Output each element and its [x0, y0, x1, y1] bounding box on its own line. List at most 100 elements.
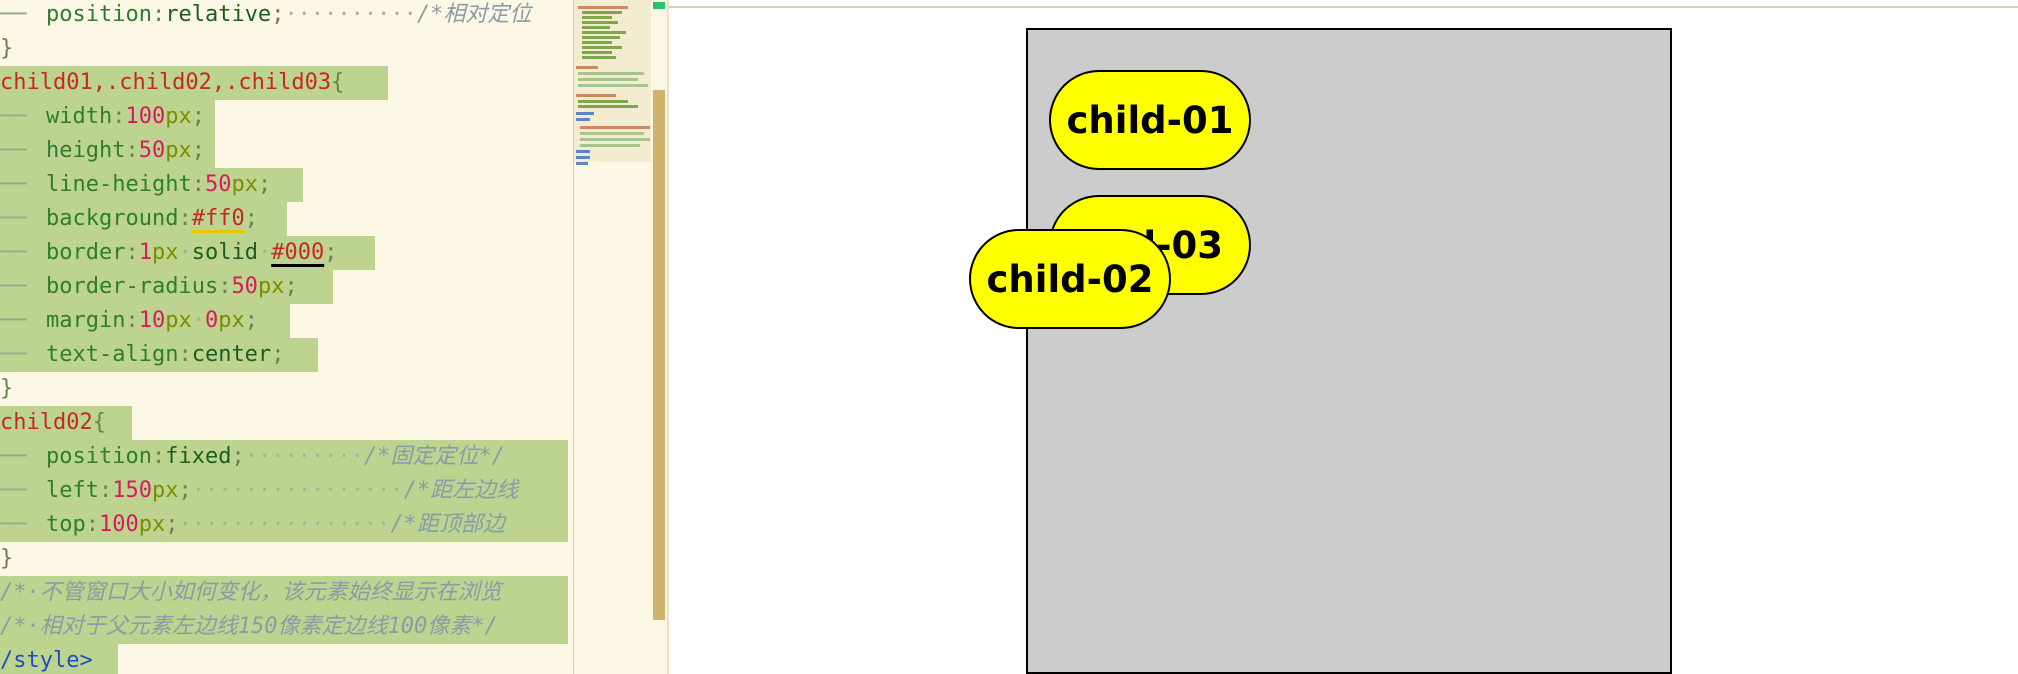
code-line[interactable]: /*·不管窗口大小如何变化，该元素始终显示在浏览	[0, 576, 502, 610]
code-line[interactable]: ──text-align:center;	[0, 338, 284, 372]
minimap-line	[576, 112, 594, 115]
code-token: solid	[191, 240, 258, 265]
code-token: ;	[178, 478, 192, 503]
code-line[interactable]: }	[0, 372, 13, 406]
scrollbar-marker	[653, 2, 665, 9]
code-token: px	[165, 308, 192, 333]
code-line[interactable]: ──margin:10px·0px;	[0, 304, 258, 338]
minimap-line	[582, 26, 610, 29]
minimap-line	[582, 21, 618, 24]
minimap-line	[576, 156, 590, 159]
code-token: }	[0, 376, 14, 401]
code-token: position	[46, 2, 152, 27]
code-token: :	[98, 478, 113, 503]
code-token: px	[165, 138, 192, 163]
code-line[interactable]: ──top:100px;················/*距顶部边	[0, 508, 505, 542]
code-token: 100	[99, 512, 139, 537]
minimap-line	[580, 144, 640, 147]
code-token: ;	[284, 274, 298, 299]
scrollbar-thumb[interactable]	[653, 90, 665, 620]
code-token: /*·相对于父元素左边线150像素定边线100像素*/	[0, 614, 498, 639]
code-token: ;	[231, 444, 245, 469]
code-token: 150	[112, 478, 152, 503]
code-line[interactable]: ──position:relative;··········/*相对定位	[0, 0, 531, 32]
selection-highlight	[0, 134, 215, 168]
pane-divider[interactable]	[667, 0, 669, 674]
code-line[interactable]: ──border:1px·solid·#000;	[0, 236, 337, 270]
code-token: ;	[191, 138, 205, 163]
code-line[interactable]: ──border-radius:50px;	[0, 270, 298, 304]
selection-highlight	[0, 610, 568, 644]
code-line[interactable]: child01,.child02,.child03{	[0, 66, 344, 100]
code-token: /*相对定位	[416, 2, 532, 27]
code-token: }	[0, 546, 14, 571]
minimap[interactable]	[573, 0, 652, 674]
selection-highlight	[0, 202, 287, 236]
minimap-line	[578, 84, 648, 87]
selection-highlight	[0, 66, 388, 100]
code-token: ·	[257, 240, 272, 265]
child-02-label: child-02	[986, 257, 1154, 301]
indent-guide: ──	[0, 240, 27, 265]
child-01-label: child-01	[1066, 98, 1234, 142]
minimap-line	[578, 6, 628, 9]
code-token: px	[151, 240, 179, 265]
preview-top-border	[669, 6, 2018, 8]
indent-guide: ──	[0, 308, 27, 333]
code-token: child02	[0, 410, 93, 435]
code-line[interactable]: /style>	[0, 644, 93, 674]
indent-guide: ──	[0, 138, 27, 163]
selection-highlight	[0, 644, 118, 674]
minimap-line	[582, 31, 626, 34]
code-token: ;	[244, 308, 258, 333]
code-token: 50	[138, 138, 166, 163]
code-line[interactable]: ──position:fixed;·········/*固定定位*/	[0, 440, 505, 474]
code-token: :	[112, 104, 126, 129]
code-token: ;	[244, 206, 258, 231]
code-line[interactable]: ──background:#ff0;	[0, 202, 258, 236]
code-token: /*固定定位*/	[363, 444, 505, 469]
code-line[interactable]: ──height:50px;	[0, 134, 205, 168]
code-token: :	[178, 206, 192, 231]
code-token: ;	[191, 104, 205, 129]
minimap-line	[576, 162, 588, 165]
code-token: 100	[125, 104, 166, 129]
code-token: 1	[138, 240, 152, 265]
code-token: position	[46, 444, 152, 469]
code-token: #ff0	[191, 206, 245, 231]
indent-guide: ──	[0, 342, 27, 367]
minimap-line	[582, 46, 622, 49]
child-01-box: child-01	[1049, 70, 1251, 170]
indent-guide: ──	[0, 512, 27, 537]
code-editor[interactable]: ──position:relative;··········/*相对定位} chi…	[0, 0, 573, 674]
code-token: px	[257, 274, 285, 299]
code-token: ·	[191, 308, 205, 333]
indent-guide: ──	[0, 172, 27, 197]
code-line[interactable]: ──line-height:50px;	[0, 168, 271, 202]
selection-highlight	[0, 100, 215, 134]
minimap-line	[582, 56, 616, 59]
code-token: }	[0, 36, 14, 61]
code-token: :	[191, 172, 205, 197]
code-token: ;	[271, 2, 285, 27]
code-token: :	[125, 138, 139, 163]
editor-scrollbar[interactable]	[651, 0, 667, 674]
code-line[interactable]: /*·相对于父元素左边线150像素定边线100像素*/	[0, 610, 498, 644]
code-line[interactable]: child02{	[0, 406, 106, 440]
minimap-line	[580, 126, 650, 129]
code-line[interactable]: }	[0, 32, 13, 66]
code-token: :	[218, 274, 232, 299]
selection-highlight	[0, 168, 303, 202]
code-token: ················	[178, 512, 391, 537]
code-line[interactable]: }	[0, 542, 13, 576]
code-line[interactable]: ──left:150px;················/*距左边线	[0, 474, 518, 508]
code-line[interactable]: ──width:100px;	[0, 100, 205, 134]
code-token: :	[125, 240, 139, 265]
code-token: relative	[165, 2, 272, 27]
indent-guide: ──	[0, 444, 27, 469]
minimap-line	[582, 11, 622, 14]
code-token: px	[165, 104, 192, 129]
code-token: width	[46, 104, 113, 129]
minimap-line	[576, 150, 590, 153]
code-token: {	[331, 70, 345, 95]
